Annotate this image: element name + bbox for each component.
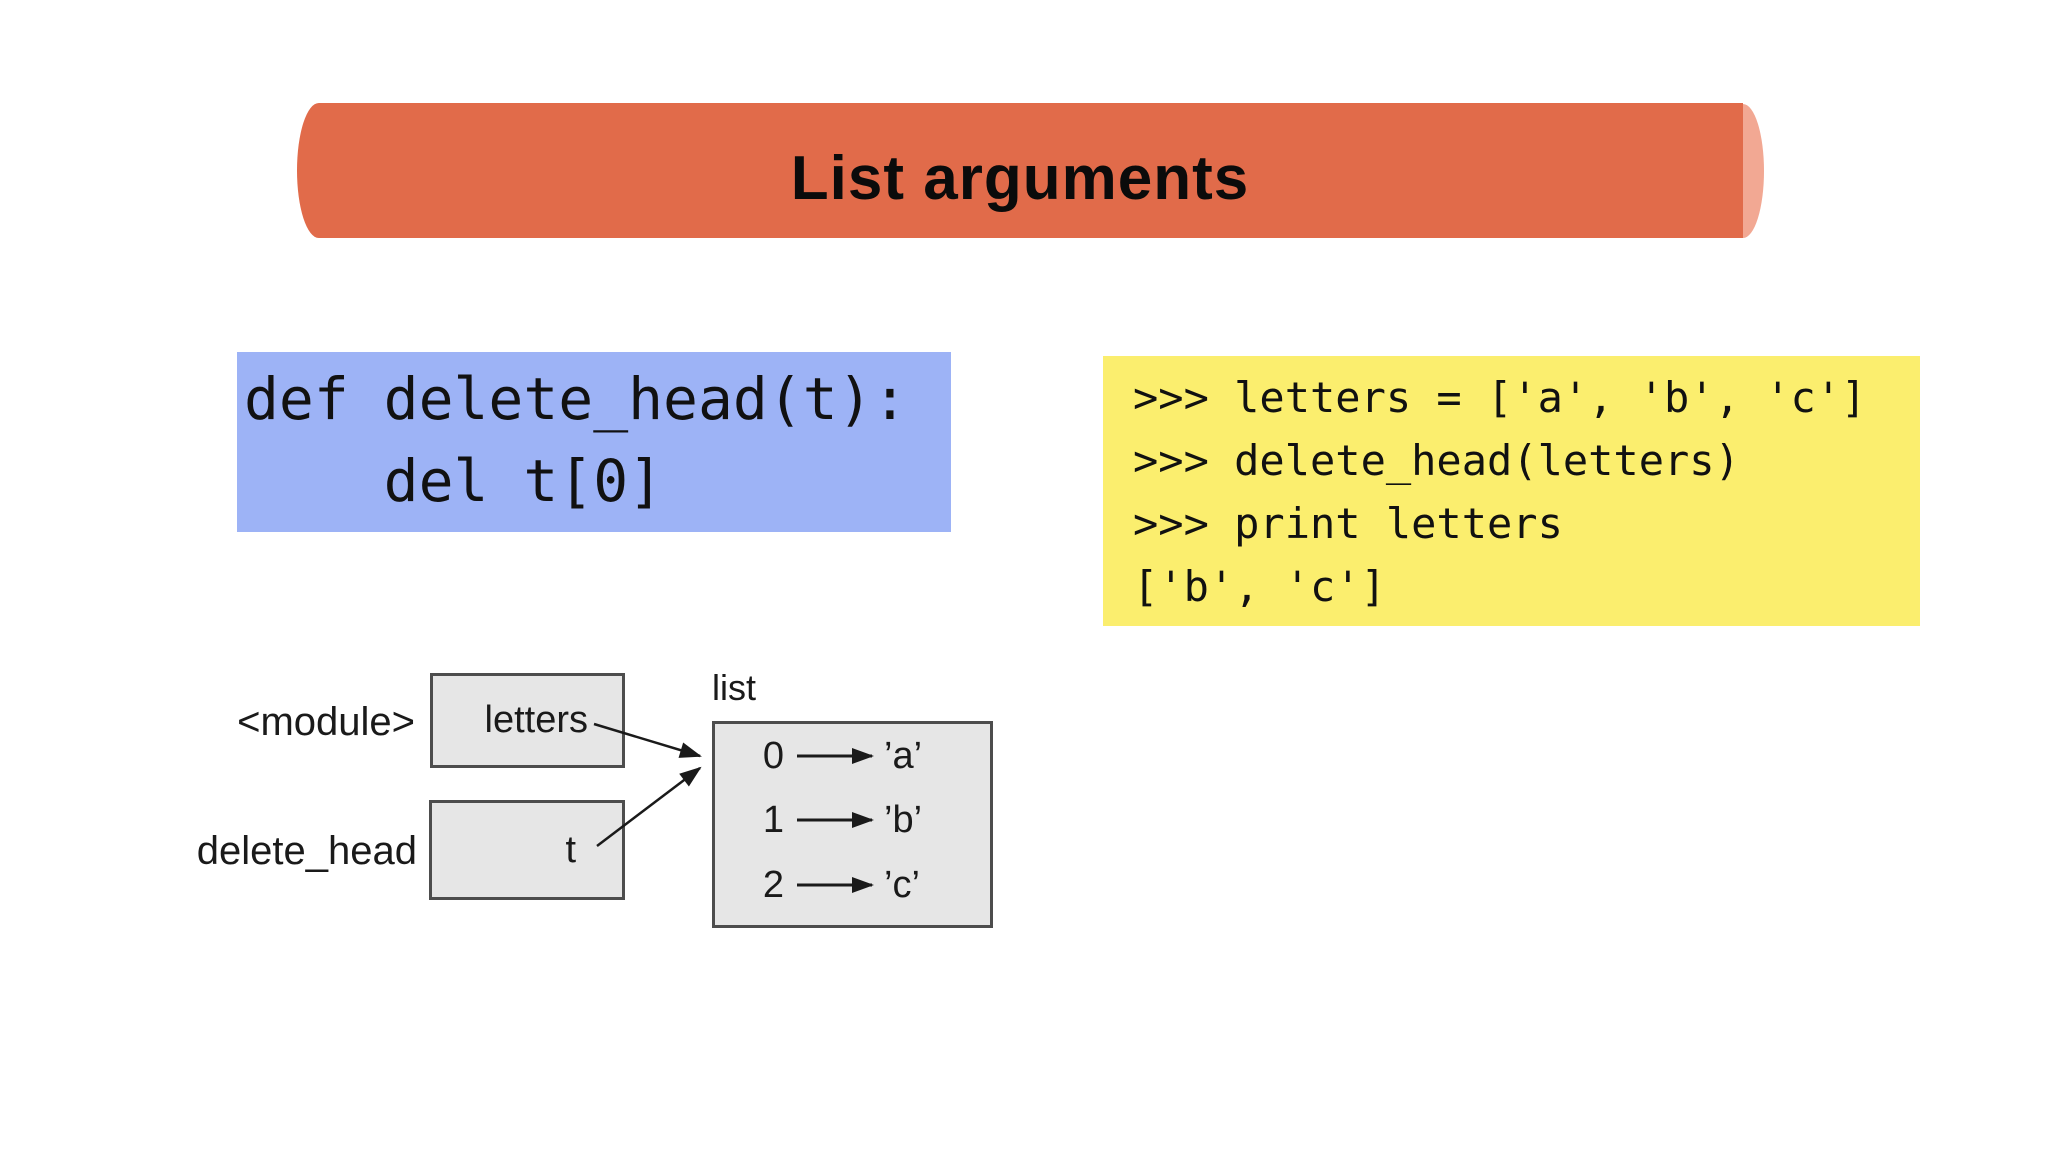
var-name-letters: letters <box>484 699 588 741</box>
repl-line: >>> letters = ['a', 'b', 'c'] <box>1133 373 1867 422</box>
repl-code-box: >>> letters = ['a', 'b', 'c'] >>> delete… <box>1103 356 1920 626</box>
list-index: 1 <box>762 799 784 841</box>
list-value: ’c’ <box>884 864 920 906</box>
frame-box-module: letters <box>430 673 625 768</box>
var-name-t: t <box>565 828 576 871</box>
list-index: 0 <box>762 735 784 777</box>
code-line: del t[0] <box>244 447 664 515</box>
repl-line: ['b', 'c'] <box>1133 562 1386 611</box>
page-title: List arguments <box>790 144 1250 213</box>
frame-label-delete-head: delete_head <box>196 829 417 873</box>
list-type-label: list <box>712 667 756 708</box>
code-line: def delete_head(t): <box>244 365 908 433</box>
frame-box-delete-head: t <box>429 800 625 900</box>
repl-line: >>> delete_head(letters) <box>1133 436 1740 485</box>
def-code-box: def delete_head(t): del t[0] <box>237 352 951 532</box>
list-value: ’a’ <box>884 735 923 777</box>
list-value: ’b’ <box>884 799 923 841</box>
title-banner: List arguments <box>297 103 1743 238</box>
frame-label-module: <module> <box>237 700 415 744</box>
list-index: 2 <box>762 864 784 906</box>
repl-line: >>> print letters <box>1133 499 1563 548</box>
